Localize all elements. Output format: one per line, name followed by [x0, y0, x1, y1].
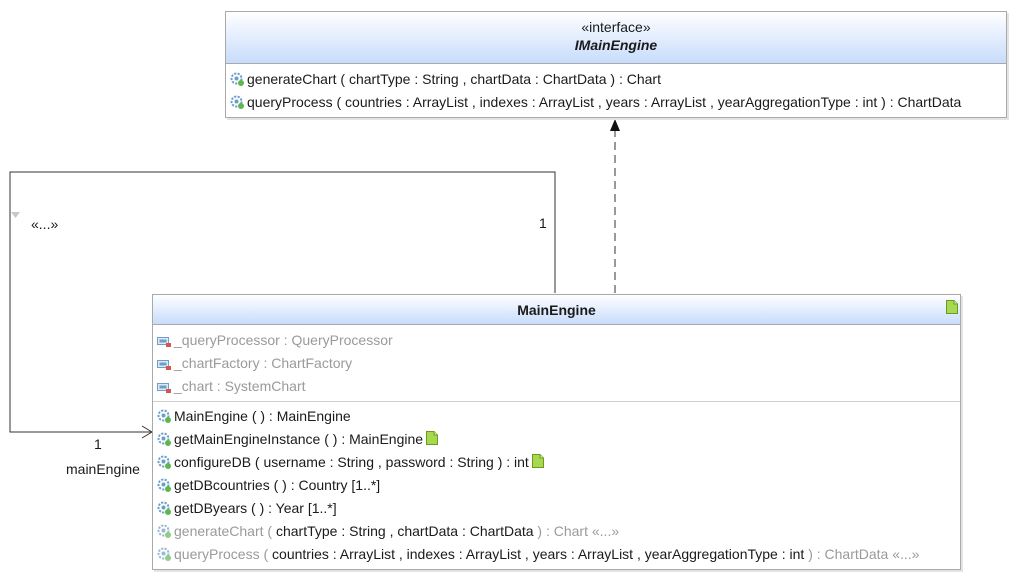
operation-return: ) : Chart «...»: [537, 523, 620, 539]
operation-signature: ( ) : MainEngine: [247, 408, 351, 424]
operation-mainengine-constructor[interactable]: MainEngine ( ) : MainEngine: [157, 405, 960, 428]
operation-signature: ( chartType : String , chartData : Chart…: [336, 71, 661, 87]
private-attribute-icon: [157, 360, 171, 370]
public-operation-icon: [157, 455, 171, 469]
operation-params: chartType : String , chartData : ChartDa…: [272, 523, 538, 539]
operation-generatechart[interactable]: generateChart ( chartType : String , cha…: [230, 68, 1006, 91]
operation-name: configureDB: [174, 454, 252, 470]
attribute-chart[interactable]: _chart : SystemChart: [157, 375, 960, 398]
interface-header: «interface» IMainEngine: [226, 12, 1006, 64]
operation-signature: ( ) : MainEngine: [320, 431, 424, 447]
operation-signature: ( countries : ArrayList , indexes : Arra…: [332, 94, 962, 110]
operation-name: generateChart: [174, 523, 264, 539]
operation-signature: ( username : String , password : String …: [251, 454, 529, 470]
operation-getdbcountries[interactable]: getDBcountries ( ) : Country [1..*]: [157, 474, 960, 497]
operation-name: getMainEngineInstance: [174, 431, 321, 447]
operation-name: generateChart: [247, 71, 337, 87]
class-header: MainEngine: [153, 295, 960, 325]
interface-name: IMainEngine: [574, 37, 658, 53]
self-association-edge[interactable]: [9, 171, 556, 433]
public-operation-icon: [230, 95, 244, 109]
association-target-multiplicity: 1: [94, 436, 102, 452]
operation-name: getDByears: [174, 500, 248, 516]
note-icon[interactable]: [426, 431, 439, 445]
attribute-text: _chartFactory : ChartFactory: [174, 355, 353, 371]
operation-generatechart-inherited[interactable]: generateChart ( chartType : String , cha…: [157, 520, 960, 543]
class-name: MainEngine: [517, 302, 596, 318]
association-source-multiplicity: 1: [539, 215, 547, 231]
operation-queryprocess[interactable]: queryProcess ( countries : ArrayList , i…: [230, 91, 1006, 114]
note-icon[interactable]: [531, 454, 544, 468]
operation-getdbyears[interactable]: getDByears ( ) : Year [1..*]: [157, 497, 960, 520]
interface-operations: generateChart ( chartType : String , cha…: [226, 64, 1006, 117]
attribute-text: _chart : SystemChart: [174, 378, 306, 394]
public-operation-icon: [230, 72, 244, 86]
association-stereotype-label: «...»: [31, 216, 59, 232]
public-operation-icon: [157, 478, 171, 492]
interface-imainengine-box[interactable]: «interface» IMainEngine generateChart ( …: [225, 11, 1007, 118]
operation-params: countries : ArrayList , indexes : ArrayL…: [268, 546, 809, 562]
private-attribute-icon: [157, 337, 171, 347]
operation-open-paren: (: [259, 546, 269, 562]
public-operation-icon: [157, 501, 171, 515]
interface-stereotype: «interface»: [581, 19, 651, 35]
operation-name: getDBcountries: [174, 477, 270, 493]
operation-name: queryProcess: [247, 94, 333, 110]
operation-signature: ( ) : Year [1..*]: [247, 500, 337, 516]
public-operation-icon: [157, 524, 171, 538]
operation-getmainengineinstance[interactable]: getMainEngineInstance ( ) : MainEngine: [157, 428, 960, 451]
operation-open-paren: (: [263, 523, 273, 539]
operation-signature: ( ) : Country [1..*]: [269, 477, 381, 493]
private-attribute-icon: [157, 383, 171, 393]
public-operation-icon: [157, 547, 171, 561]
collapsed-triangle-icon[interactable]: [11, 212, 20, 218]
class-attributes: _queryProcessor : QueryProcessor _chartF…: [153, 325, 960, 402]
operation-return: ) : ChartData «...»: [808, 546, 920, 562]
operation-name: MainEngine: [174, 408, 248, 424]
attribute-text: _queryProcessor : QueryProcessor: [174, 332, 393, 348]
operation-queryprocess-inherited[interactable]: queryProcess ( countries : ArrayList , i…: [157, 543, 960, 566]
operation-name: queryProcess: [174, 546, 260, 562]
association-role-name: mainEngine: [66, 461, 140, 477]
class-operations: MainEngine ( ) : MainEngine getMainEngin…: [153, 402, 960, 569]
note-icon[interactable]: [946, 300, 958, 314]
class-mainengine-box[interactable]: MainEngine _queryProcessor : QueryProces…: [152, 294, 961, 570]
attribute-chartfactory[interactable]: _chartFactory : ChartFactory: [157, 352, 960, 375]
attribute-queryprocessor[interactable]: _queryProcessor : QueryProcessor: [157, 329, 960, 352]
operation-configuredb[interactable]: configureDB ( username : String , passwo…: [157, 451, 960, 474]
public-operation-icon: [157, 409, 171, 423]
realization-arrowhead: [610, 119, 620, 131]
public-operation-icon: [157, 432, 171, 446]
